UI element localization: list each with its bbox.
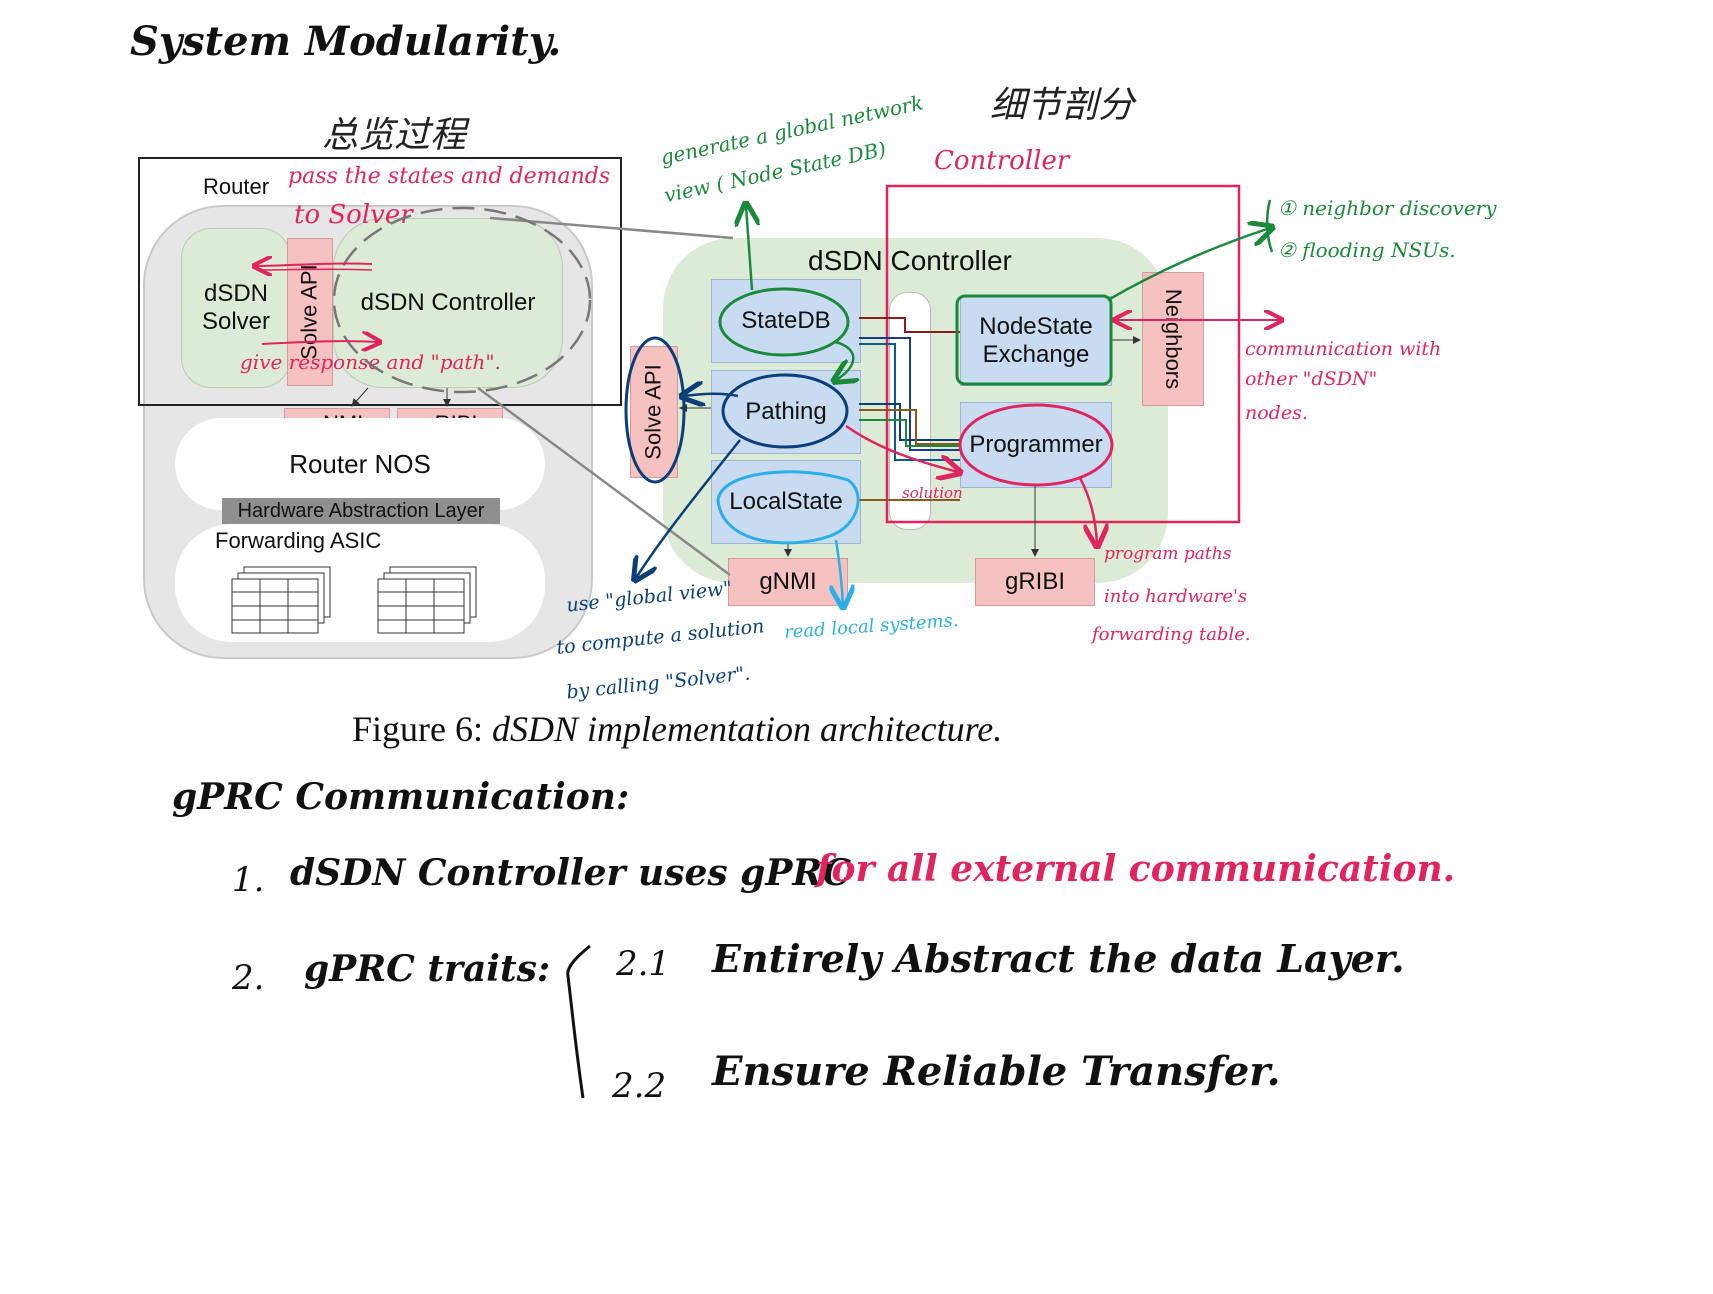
right-gnmi-box: gNMI <box>728 558 848 606</box>
grpc-heading: gPRC Communication: <box>172 776 630 818</box>
grpc-item2-num: 2. <box>232 958 265 998</box>
figure-caption-title: dSDN implementation architecture. <box>492 709 1003 749</box>
pathing-box: Pathing <box>711 370 861 454</box>
program-note-3: forwarding table. <box>1092 624 1251 645</box>
neighbor-note-1: ① neighbor discovery <box>1278 196 1497 220</box>
controller-note: Controller <box>934 146 1070 176</box>
right-solve-api-box: Solve API <box>630 346 678 478</box>
asic-label: Forwarding ASIC <box>215 528 382 553</box>
grpc-item1-num: 1. <box>232 860 265 900</box>
neighbor-note-2: ② flooding NSUs. <box>1278 238 1456 262</box>
grpc-sub2-num: 2.2 <box>612 1066 667 1106</box>
heading: System Modularity. <box>130 18 562 65</box>
dsdn-solver-box: dSDN Solver <box>181 228 291 388</box>
statedb-label: StateDB <box>741 307 831 334</box>
grpc-sub1-text: Entirely Abstract the data Layer. <box>712 936 1405 981</box>
hal-label: Hardware Abstraction Layer <box>237 499 485 522</box>
overview-cn-note: 总览过程 <box>322 115 467 156</box>
program-note-2: into hardware's <box>1104 586 1248 607</box>
statedb-box: StateDB <box>711 279 861 363</box>
right-gribi-box: gRIBI <box>975 558 1095 606</box>
figure-caption: Figure 6: dSDN implementation architectu… <box>352 708 1002 750</box>
pathing-label: Pathing <box>745 398 827 425</box>
grpc-item2-text: gPRC traits: <box>304 948 551 990</box>
dsdn-solver-label: dSDN Solver <box>201 280 271 335</box>
router-frame <box>138 157 622 406</box>
router-nos-label: Router NOS <box>289 448 431 479</box>
figure-caption-prefix: Figure 6: <box>352 709 492 749</box>
nodestate-label: NodeState Exchange <box>979 313 1093 368</box>
right-gnmi-label: gNMI <box>759 568 817 595</box>
grpc-sub1-num: 2.1 <box>616 944 671 984</box>
comm-note-3: nodes. <box>1245 402 1308 424</box>
comm-note-2: other "dSDN" <box>1245 368 1378 390</box>
detail-cn-note: 细节剖分 <box>990 85 1135 126</box>
program-note-1: program paths <box>1104 544 1232 564</box>
programmer-label: Programmer <box>969 431 1103 458</box>
hal-bar: Hardware Abstraction Layer <box>222 498 500 524</box>
localstate-label: LocalState <box>729 488 843 515</box>
right-gribi-label: gRIBI <box>1004 568 1066 595</box>
grpc-item1-text: dSDN Controller uses gPRC <box>290 852 851 894</box>
router-note-3: give response and "path". <box>240 350 501 374</box>
router-note-1: pass the states and demands <box>288 164 611 189</box>
left-dsdn-controller-box: dSDN Controller <box>333 218 563 388</box>
left-dsdn-controller-label: dSDN Controller <box>360 289 536 316</box>
nodestate-box: NodeState Exchange <box>960 296 1112 386</box>
router-note-2: to Solver <box>294 200 413 230</box>
comm-note-1: communication with <box>1245 338 1442 360</box>
router-nos-box: Router NOS <box>175 418 545 510</box>
grpc-item1-highlight: for all external communication. <box>816 848 1456 890</box>
asic-tables <box>231 566 477 634</box>
solution-note: solution <box>902 484 963 502</box>
router-label: Router <box>203 174 270 199</box>
neighbors-box: Neighbors <box>1142 272 1204 406</box>
left-solve-api-box: Solve API <box>287 238 333 386</box>
grpc-sub2-text: Ensure Reliable Transfer. <box>712 1048 1281 1095</box>
right-controller-title: dSDN Controller <box>808 245 1012 276</box>
